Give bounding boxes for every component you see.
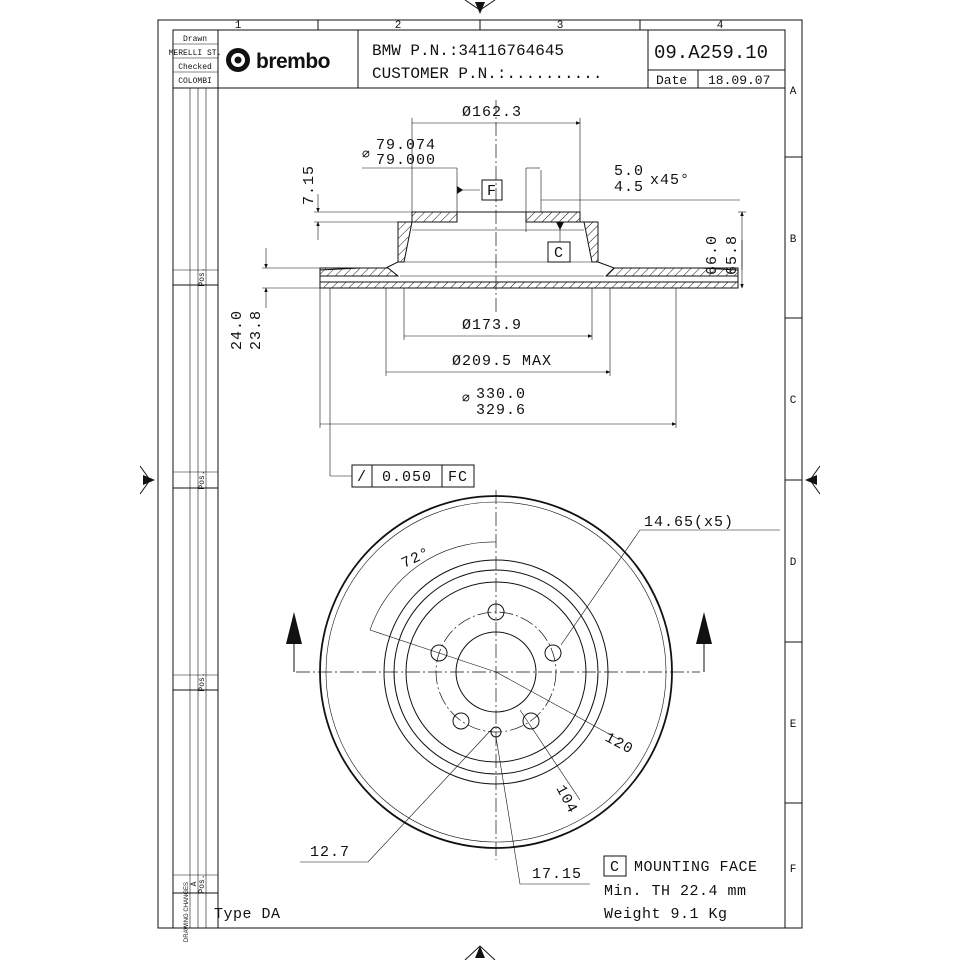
dim-height-max: 66.0: [704, 235, 721, 275]
date-label: Date: [656, 73, 687, 88]
hat-top-hatch-right: [525, 211, 581, 223]
disc-friction-bottom: [319, 281, 739, 289]
note-mounting-face: MOUNTING FACE: [634, 859, 758, 876]
zone-row-e: E: [790, 719, 797, 731]
dim-pin-hole: 12.7: [310, 844, 350, 861]
dim-hat-diameter: Ø162.3: [462, 104, 522, 121]
bolt-circle: [435, 611, 557, 733]
bolt-hole: [487, 603, 505, 621]
dim-height-min: 65.8: [724, 235, 741, 275]
disc-friction-left: [319, 267, 400, 277]
note-weight: Weight 9.1 Kg: [604, 906, 728, 923]
date-value: 18.09.07: [708, 73, 770, 88]
note-min-thickness: Min. TH 22.4 mm: [604, 883, 747, 900]
dim-thickness-max: 24.0: [229, 310, 246, 350]
note-datum-c: C: [610, 859, 620, 876]
friction-inner-edge: [383, 559, 609, 785]
zone-col-2: 2: [395, 20, 402, 32]
dim-chamfer-angle: x45°: [650, 172, 690, 189]
dim-pilot-bore-max: 79.074: [376, 137, 436, 154]
customer-part-number: CUSTOMER P.N.:..........: [372, 65, 602, 83]
hat-top-hatch: [411, 211, 458, 223]
a-label: A: [190, 881, 199, 886]
checked-by: COLOMBI: [178, 77, 212, 86]
revision-column: Pos. Pos. Pos. A Pos. DRAWING CHANGES: [173, 88, 219, 942]
dim-hole-diameter: 14.65(x5): [644, 514, 734, 531]
bolt-hole: [430, 644, 448, 662]
dim-chamfer-min: 4.5: [614, 179, 644, 196]
dim-bore-symbol: ⌀: [362, 147, 371, 162]
pos-label-4: Pos.: [198, 874, 207, 893]
drawing-frame: [139, 0, 821, 960]
section-view: [319, 100, 739, 315]
dim-pilot-bore-min: 79.000: [376, 152, 436, 169]
zone-row-b: B: [790, 234, 797, 246]
dim-center-bore: 104: [552, 782, 581, 816]
datum-c: C: [554, 245, 564, 262]
pos-label-2: Pos.: [198, 470, 207, 489]
dim-bolt-angle: 72°: [399, 544, 433, 572]
dim-pin-circle: 17.15: [532, 866, 582, 883]
zone-row-d: D: [790, 557, 797, 569]
brembo-logo: brembo: [226, 48, 331, 73]
note-type: Type DA: [214, 906, 281, 923]
bolt-hole: [452, 712, 470, 730]
title-block: Drawn MERELLI ST. Checked COLOMBI brembo…: [169, 29, 786, 89]
dim-thickness-min: 23.8: [248, 310, 265, 350]
zone-row-c: C: [790, 395, 797, 407]
grid-zone-labels: 1 2 3 4 A B C D E F: [235, 20, 797, 876]
dim-bolt-circle: 120: [602, 729, 636, 758]
datum-f: F: [487, 183, 497, 200]
dim-friction-diameter: Ø209.5 MAX: [452, 353, 552, 370]
runout-value: 0.050: [382, 469, 432, 486]
center-bore: [455, 631, 537, 713]
drawing-changes-label: DRAWING CHANGES: [184, 882, 190, 942]
hat-wall-left: [397, 221, 413, 263]
section-arrow-left: [286, 612, 302, 644]
bolt-hole: [522, 712, 540, 730]
zone-row-f: F: [790, 864, 797, 876]
dim-outer-max: 330.0: [476, 386, 526, 403]
section-arrow-right: [696, 612, 712, 644]
checked-label: Checked: [178, 63, 212, 72]
dim-outer-min: 329.6: [476, 402, 526, 419]
drawing-number: 09.A259.10: [654, 42, 768, 64]
hat-wall-right: [583, 221, 599, 263]
drawn-by: MERELLI ST.: [169, 49, 222, 58]
pos-label-3: Pos.: [198, 672, 207, 691]
zone-col-1: 1: [235, 20, 242, 32]
dim-chamfer-max: 5.0: [614, 163, 644, 180]
disc-friction-right: [604, 267, 739, 277]
pos-label-1: Pos.: [198, 267, 207, 286]
notes-block: C MOUNTING FACE Min. TH 22.4 mm Weight 9…: [214, 855, 758, 923]
zone-col-3: 3: [557, 20, 564, 32]
zone-row-a: A: [790, 86, 797, 98]
dim-hat-step: 7.15: [301, 165, 318, 205]
disc-outer-edge: [319, 495, 673, 849]
bolt-hole: [544, 644, 562, 662]
brand-name: brembo: [256, 50, 330, 73]
runout-symbol: /: [357, 469, 367, 486]
drawn-label: Drawn: [183, 35, 207, 44]
section-dimensions: Ø162.3 ⌀ 79.074 79.000 7.15 F 5.0 4.5 x4…: [229, 104, 746, 488]
runout-datums: FC: [448, 469, 468, 486]
runout-tolerance-frame: / 0.050 FC: [351, 464, 475, 488]
oem-part-number: BMW P.N.:34116764645: [372, 42, 564, 60]
front-view: 72° 14.65(x5) 120 104 12.7 17.15: [286, 490, 780, 885]
dim-inner-diameter: Ø173.9: [462, 317, 522, 334]
zone-col-4: 4: [717, 20, 724, 32]
dim-outer-symbol: ⌀: [462, 391, 470, 406]
